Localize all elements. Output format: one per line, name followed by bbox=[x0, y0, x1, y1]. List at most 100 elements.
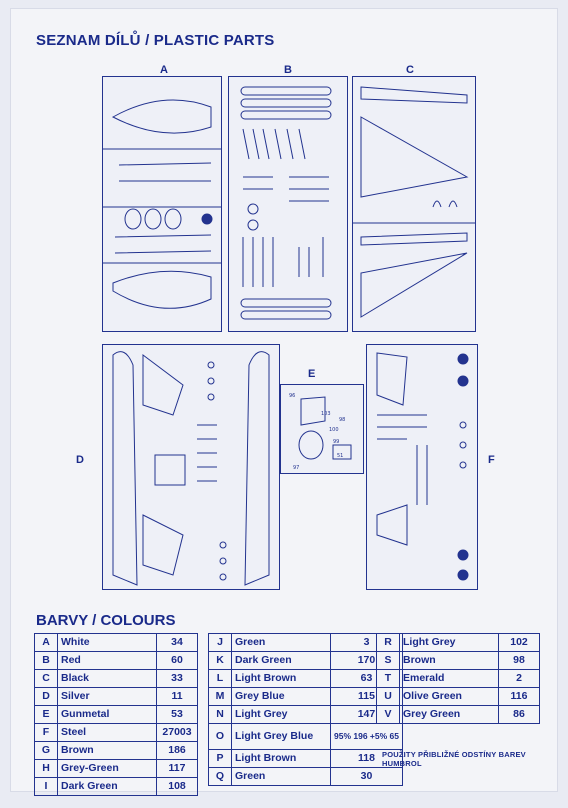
colour-code: J bbox=[208, 633, 232, 652]
colour-code: G bbox=[34, 741, 58, 760]
sprue-label-c: C bbox=[406, 64, 414, 76]
part-number-97: 97 bbox=[293, 465, 299, 471]
colour-name: Light Grey bbox=[399, 633, 499, 652]
humbrol-number: 60 bbox=[156, 651, 198, 670]
page-title: SEZNAM DÍLŮ / PLASTIC PARTS bbox=[36, 32, 275, 49]
colour-code: O bbox=[208, 723, 232, 750]
colour-name: Light Grey bbox=[231, 705, 331, 724]
colour-code: N bbox=[208, 705, 232, 724]
colour-code: H bbox=[34, 759, 58, 778]
sprue-frame-b bbox=[228, 76, 348, 332]
colour-code: U bbox=[376, 687, 400, 706]
humbrol-number: 27003 bbox=[156, 723, 198, 742]
colour-code: T bbox=[376, 669, 400, 688]
colour-code: S bbox=[376, 651, 400, 670]
colour-code: B bbox=[34, 651, 58, 670]
colour-code: I bbox=[34, 777, 58, 796]
colour-name: Grey Green bbox=[399, 705, 499, 724]
colour-name: Brown bbox=[399, 651, 499, 670]
part-number-100: 100 bbox=[329, 427, 339, 433]
humbrol-number: 108 bbox=[156, 777, 198, 796]
humbrol-number: 11 bbox=[156, 687, 198, 706]
colour-name: Green bbox=[231, 633, 331, 652]
humbrol-number: 98 bbox=[498, 651, 540, 670]
humbrol-number: 2 bbox=[498, 669, 540, 688]
colour-code: A bbox=[34, 633, 58, 652]
sprue-frame-a bbox=[102, 76, 222, 332]
colour-code: M bbox=[208, 687, 232, 706]
colour-code: V bbox=[376, 705, 400, 724]
humbrol-number: 116 bbox=[498, 687, 540, 706]
sprue-c-drawing bbox=[353, 86, 475, 318]
sprue-label-e: E bbox=[308, 368, 316, 380]
sprue-frame-c bbox=[352, 76, 476, 332]
colour-code: R bbox=[376, 633, 400, 652]
colour-name: Gunmetal bbox=[57, 705, 157, 724]
colour-code: C bbox=[34, 669, 58, 688]
colour-name: Red bbox=[57, 651, 157, 670]
colours-title: BARVY / COLOURS bbox=[36, 612, 176, 629]
colour-name: Brown bbox=[57, 741, 157, 760]
sprue-f-drawing bbox=[376, 352, 469, 581]
part-number-103: 103 bbox=[321, 411, 331, 417]
humbrol-note: POUŽITY PŘIBLIŽNÉ ODSTÍNY BAREV HUMBROL bbox=[382, 750, 526, 768]
part-number-99: 99 bbox=[333, 439, 339, 445]
colour-code: F bbox=[34, 723, 58, 742]
humbrol-number-mix: 95% 196 +5% 65 bbox=[330, 723, 403, 750]
sprue-frame-d bbox=[102, 344, 280, 590]
colour-name: Olive Green bbox=[399, 687, 499, 706]
colour-name: Light Brown bbox=[231, 669, 331, 688]
colour-name: Steel bbox=[57, 723, 157, 742]
humbrol-number: 30 bbox=[330, 767, 403, 786]
part-number-98: 98 bbox=[339, 417, 345, 423]
sprue-a-drawing bbox=[103, 99, 221, 309]
sprue-label-d: D bbox=[76, 454, 84, 466]
sprue-label-b: B bbox=[284, 64, 292, 76]
colour-code: Q bbox=[208, 767, 232, 786]
sprue-frame-f bbox=[366, 344, 478, 590]
colour-code: E bbox=[34, 705, 58, 724]
sprue-frame-e: 96 103 98 100 99 51 97 bbox=[280, 384, 364, 474]
colour-name: Dark Green bbox=[231, 651, 331, 670]
sprue-label-f: F bbox=[488, 454, 495, 466]
colour-name: White bbox=[57, 633, 157, 652]
instruction-page: SEZNAM DÍLŮ / PLASTIC PARTS A B C D E F bbox=[10, 8, 558, 796]
part-number-96: 96 bbox=[289, 393, 295, 399]
colour-name: Green bbox=[231, 767, 331, 786]
humbrol-number: 53 bbox=[156, 705, 198, 724]
humbrol-number: 186 bbox=[156, 741, 198, 760]
colour-name: Grey Blue bbox=[231, 687, 331, 706]
sprue-e-drawing: 96 103 98 100 99 51 97 bbox=[289, 393, 352, 471]
humbrol-number: 33 bbox=[156, 669, 198, 688]
colour-name: Grey-Green bbox=[57, 759, 157, 778]
sprue-label-a: A bbox=[160, 64, 168, 76]
colour-name: Light Brown bbox=[231, 749, 331, 768]
sprue-d-drawing bbox=[112, 351, 270, 586]
colour-name: Light Grey Blue bbox=[231, 723, 331, 750]
sprue-b-drawing bbox=[240, 86, 332, 320]
colour-name: Emerald bbox=[399, 669, 499, 688]
colour-code: K bbox=[208, 651, 232, 670]
humbrol-number: 86 bbox=[498, 705, 540, 724]
